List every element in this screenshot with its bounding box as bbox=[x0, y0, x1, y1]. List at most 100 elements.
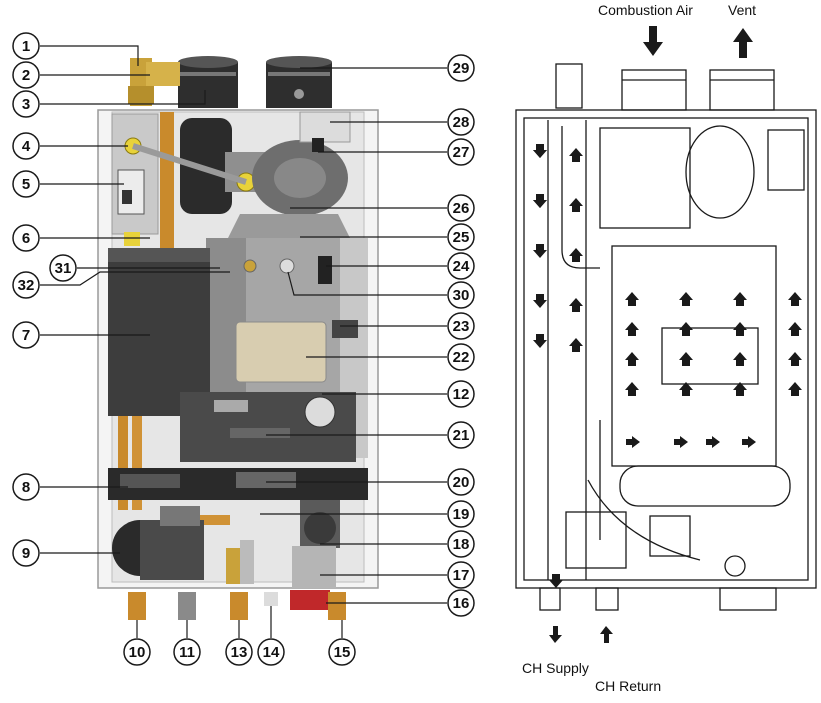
schematic-pump bbox=[565, 511, 627, 569]
callout-circle-30 bbox=[447, 281, 475, 309]
flow-arrow-up bbox=[733, 352, 747, 366]
gas-pipe bbox=[132, 143, 247, 185]
ch-return-label: CH Return bbox=[595, 678, 662, 694]
ignition-electrode bbox=[318, 256, 332, 284]
callout-circle-26 bbox=[447, 194, 475, 222]
flow-arrow-up bbox=[625, 322, 639, 336]
callout-number-25: 25 bbox=[453, 229, 470, 246]
drain-cap bbox=[290, 590, 330, 610]
callout-number-13: 13 bbox=[231, 644, 248, 661]
flow-arrow-right bbox=[626, 436, 640, 448]
callout-number-32: 32 bbox=[18, 277, 35, 294]
flow-arrow-up bbox=[788, 292, 802, 306]
hx-label-plate bbox=[235, 321, 327, 383]
flow-arrow-up bbox=[569, 248, 583, 262]
callout-number-30: 30 bbox=[453, 287, 470, 304]
copper-pipe-left2 bbox=[132, 415, 142, 510]
gas-connection bbox=[128, 58, 180, 106]
callout-circle-29 bbox=[447, 54, 475, 82]
callout-number-9: 9 bbox=[22, 545, 30, 562]
callout-number-11: 11 bbox=[179, 644, 195, 661]
relief-valve bbox=[264, 592, 278, 606]
air-intake-elbow bbox=[180, 118, 232, 214]
callout-circle-13 bbox=[225, 638, 253, 666]
vent-arrow bbox=[733, 28, 753, 58]
ch-supply-fitting bbox=[128, 592, 146, 620]
flow-arrow-up bbox=[679, 352, 693, 366]
flow-arrow-right bbox=[674, 436, 688, 448]
callout-leader-30 bbox=[287, 271, 447, 296]
callout-number-8: 8 bbox=[22, 479, 30, 496]
boiler-3d-view bbox=[97, 56, 379, 620]
flue-sensor-block bbox=[299, 111, 351, 143]
combustion-air-arrow bbox=[643, 26, 663, 56]
condensate-neutralizer bbox=[292, 546, 336, 588]
copper-pipe-left bbox=[118, 415, 128, 510]
flow-arrow-down bbox=[533, 144, 547, 158]
callout-number-23: 23 bbox=[453, 318, 470, 335]
callout-circle-15 bbox=[328, 638, 356, 666]
callout-circle-23 bbox=[447, 312, 475, 340]
callout-number-24: 24 bbox=[453, 258, 470, 275]
electrical-box bbox=[108, 248, 210, 416]
callout-circle-8 bbox=[12, 473, 40, 501]
flow-arrow-up bbox=[788, 382, 802, 396]
callout-circle-10 bbox=[123, 638, 151, 666]
callout-number-6: 6 bbox=[22, 230, 30, 247]
callout-number-7: 7 bbox=[22, 327, 30, 344]
callout-number-22: 22 bbox=[453, 349, 470, 366]
callout-number-10: 10 bbox=[129, 644, 146, 661]
flow-arrow-up bbox=[625, 352, 639, 366]
ch-supply-label: CH Supply bbox=[522, 660, 589, 676]
callout-number-1: 1 bbox=[22, 38, 30, 55]
ch-return-arrow bbox=[600, 626, 613, 643]
schematic-blower bbox=[685, 125, 755, 219]
callout-circle-7 bbox=[12, 321, 40, 349]
callout-leader-3 bbox=[40, 90, 206, 105]
callout-number-20: 20 bbox=[453, 474, 470, 491]
pressure-gauge bbox=[304, 396, 336, 428]
flow-arrow-down bbox=[533, 244, 547, 258]
schematic-heat-exchanger bbox=[611, 245, 777, 467]
schematic-air-collar bbox=[621, 69, 687, 111]
callout-circle-20 bbox=[447, 468, 475, 496]
flow-arrow-up bbox=[679, 322, 693, 336]
callout-circle-9 bbox=[12, 539, 40, 567]
flow-arrow-up bbox=[788, 352, 802, 366]
callout-circle-31 bbox=[49, 254, 77, 282]
flow-arrow-down bbox=[549, 574, 563, 588]
callout-circle-22 bbox=[447, 343, 475, 371]
callout-number-27: 27 bbox=[453, 144, 470, 161]
callout-leader-32 bbox=[40, 271, 230, 286]
callout-circle-14 bbox=[257, 638, 285, 666]
flow-arrow-up bbox=[569, 298, 583, 312]
callout-number-2: 2 bbox=[22, 67, 30, 84]
flow-arrow-down bbox=[533, 294, 547, 308]
callout-number-21: 21 bbox=[453, 427, 470, 444]
flow-arrow-up bbox=[733, 382, 747, 396]
callout-circle-21 bbox=[447, 421, 475, 449]
flow-arrow-up bbox=[625, 292, 639, 306]
callout-circle-19 bbox=[447, 500, 475, 528]
flow-arrow-up bbox=[733, 322, 747, 336]
callout-circle-2 bbox=[12, 61, 40, 89]
flow-arrows bbox=[533, 144, 802, 588]
callout-circle-3 bbox=[12, 90, 40, 118]
callout-number-19: 19 bbox=[453, 506, 470, 523]
callout-circle-27 bbox=[447, 138, 475, 166]
flow-arrow-right bbox=[742, 436, 756, 448]
flow-arrow-down bbox=[533, 194, 547, 208]
ch-return-fitting bbox=[230, 592, 248, 620]
callout-circle-32 bbox=[12, 271, 40, 299]
callout-number-15: 15 bbox=[334, 644, 351, 661]
display-screen bbox=[214, 400, 248, 412]
burner-plate bbox=[228, 214, 350, 238]
callout-circle-25 bbox=[447, 223, 475, 251]
flow-arrow-up bbox=[569, 338, 583, 352]
flow-arrow-right bbox=[706, 436, 720, 448]
boiler-schematic bbox=[515, 63, 817, 611]
callout-leader-1 bbox=[40, 45, 139, 66]
callout-circle-18 bbox=[447, 530, 475, 558]
